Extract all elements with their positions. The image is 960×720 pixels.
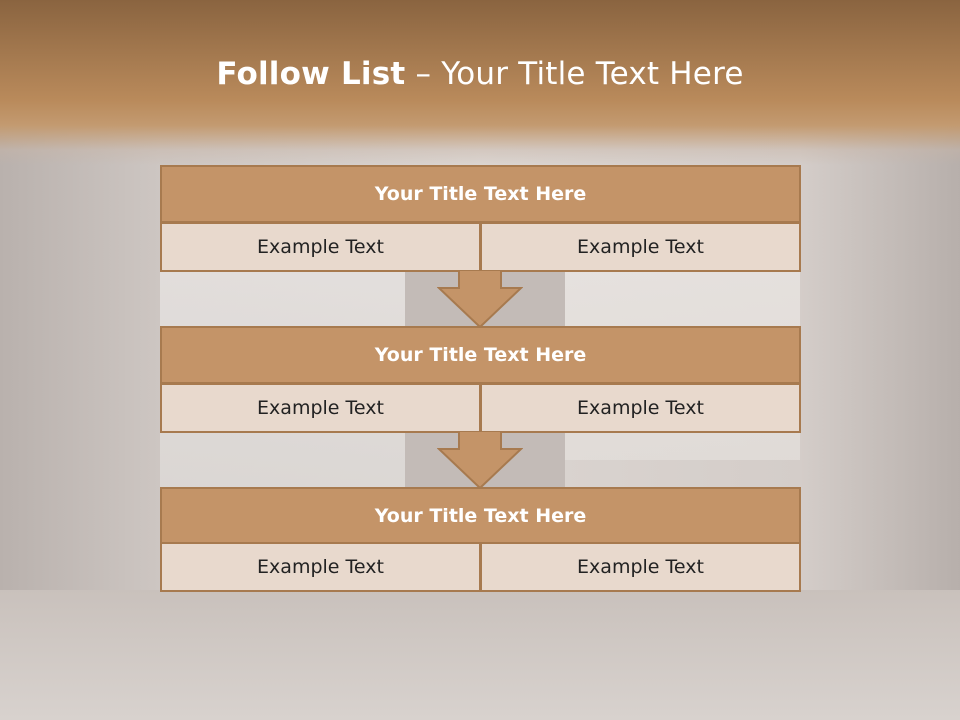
down-arrow-icon — [437, 431, 523, 489]
block-cell-left: Example Text — [160, 222, 481, 272]
block-cell-left: Example Text — [160, 383, 481, 433]
list-block-2: Your Title Text Here Example Text Exampl… — [160, 326, 801, 433]
block-cell-right: Example Text — [480, 542, 801, 592]
block-title: Your Title Text Here — [160, 487, 801, 545]
block-cell-right: Example Text — [480, 383, 801, 433]
slide-title: Follow List – Your Title Text Here — [0, 56, 960, 92]
block-cell-left: Example Text — [160, 542, 481, 592]
room-floor — [0, 590, 960, 720]
list-block-3: Your Title Text Here Example Text Exampl… — [160, 487, 801, 592]
slide-title-rest: – Your Title Text Here — [405, 56, 744, 92]
list-block-1: Your Title Text Here Example Text Exampl… — [160, 165, 801, 272]
down-arrow-icon — [437, 270, 523, 328]
block-title: Your Title Text Here — [160, 165, 801, 223]
header-band — [0, 0, 960, 165]
slide-title-strong: Follow List — [216, 56, 406, 92]
block-cell-right: Example Text — [480, 222, 801, 272]
block-title: Your Title Text Here — [160, 326, 801, 384]
